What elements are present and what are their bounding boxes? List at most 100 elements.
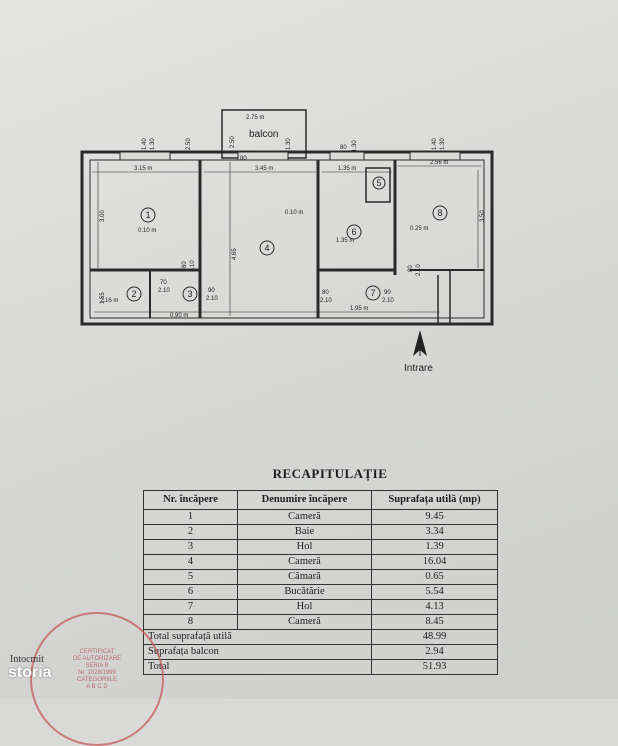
apartment-outer-wall (80, 150, 494, 326)
balcony-area-value: 2.94 (371, 644, 498, 660)
row-name: Bucătărie (237, 584, 372, 600)
grand-total-label: Total (143, 659, 372, 675)
dim-room4-width: 3.45 m (255, 166, 273, 172)
row-name: Cameră (237, 509, 372, 525)
dim-hall-gap: 0.90 m (170, 313, 188, 319)
seal-line-1: CERTIFICAT (79, 649, 115, 655)
row-area: 4.13 (371, 599, 498, 615)
pantry-outline (365, 167, 391, 203)
dim-door8-width: 80 (408, 265, 414, 272)
row-area: 1.39 (371, 539, 498, 555)
dim-window8-width: 1.40 (432, 138, 438, 150)
row-nr: 1 (143, 509, 238, 525)
dim-room2-height: 1.55 (100, 292, 106, 304)
seal-line-5: A B C D (86, 684, 108, 690)
dim-window4-height: 1.30 (286, 138, 292, 150)
row-name: Cămară (237, 569, 372, 585)
total-usable-label: Total suprafață utilă (143, 629, 372, 645)
dim-window1-width: 1.40 (142, 138, 148, 150)
dim-door2-width: 70 (160, 280, 167, 286)
storia-watermark: storia (8, 664, 52, 681)
balcony-label: balcon (249, 129, 278, 140)
row-area: 5.54 (371, 584, 498, 600)
row-nr: 8 (143, 614, 238, 630)
dim-door3-width: 90 (208, 288, 215, 294)
room-number-6: 6 (351, 227, 356, 237)
dim-window6-width: 80 (340, 145, 347, 151)
room-number-7: 7 (370, 288, 375, 298)
dim-door7-width: 90 (384, 290, 391, 296)
entrance-arrow-icon (413, 330, 427, 356)
grand-total-value: 51.93 (371, 659, 498, 675)
dim-balcony-width: 2.75 m (246, 115, 264, 121)
dim-door4-width: 80 (240, 156, 247, 162)
seal-line-2: DE AUTORIZARE SERIA B (72, 656, 122, 669)
dim-room1-width: 3.15 m (134, 166, 152, 172)
dim-window8-height: 1.30 (440, 138, 446, 150)
dim-door8-height: 2.10 (416, 264, 422, 276)
room-number-1: 1 (145, 210, 150, 220)
dim-door6-width: 80 (322, 290, 329, 296)
balcony-area-label: Suprafața balcon (143, 644, 372, 660)
dim-door6-height: 2.10 (320, 298, 332, 304)
floor-plan: 1 2 3 4 5 6 7 8 balcon 2.75 m 3.15 m 3.4… (80, 109, 494, 356)
dim-room8-offset: 0.25 m (410, 226, 428, 232)
dim-door7-height: 2.10 (382, 298, 394, 304)
row-nr: 6 (143, 584, 238, 600)
row-name: Baie (237, 524, 372, 540)
row-name: Hol (237, 539, 372, 555)
row-name: Hol (237, 599, 372, 615)
dim-room4-height: 4.65 (232, 248, 238, 260)
dim-room4-offset: 0.10 m (285, 210, 303, 216)
room-number-4: 4 (264, 243, 269, 253)
dim-door1-width: 80 (182, 261, 188, 268)
row-area: 8.45 (371, 614, 498, 630)
dim-room1-height: 3.00 (100, 210, 106, 222)
dim-room6-height: 1.35 m (336, 238, 354, 244)
row-area: 0.65 (371, 569, 498, 585)
row-nr: 2 (143, 524, 238, 540)
dim-window1-height: 1.30 (150, 138, 156, 150)
header-usable-area: Suprafața utilă (mp) (371, 490, 498, 510)
dim-door1-height: 2.10 (190, 260, 196, 272)
total-usable-value: 48.99 (371, 629, 498, 645)
row-nr: 3 (143, 539, 238, 555)
row-nr: 5 (143, 569, 238, 585)
dim-room8-width: 2.56 m (430, 160, 448, 166)
row-area: 9.45 (371, 509, 498, 525)
room-number-5: 5 (376, 178, 381, 188)
dim-room6-width: 1.35 m (338, 166, 356, 172)
signature-label: Intocmit (10, 654, 44, 665)
dim-door3-height: 2.10 (206, 296, 218, 302)
dim-room2-width: 2.16 m (100, 298, 118, 304)
dim-hall7-width: 1.95 m (350, 306, 368, 312)
dim-balcony-depth: 2.50 (230, 136, 236, 148)
dim-wall-250: 2.50 (186, 138, 192, 150)
row-area: 3.34 (371, 524, 498, 540)
dim-door2-height: 2.10 (158, 288, 170, 294)
recap-table: Nr. încăpere Denumire încăpere Suprafața… (143, 490, 498, 675)
dim-room8-height: 3.50 (480, 210, 486, 222)
row-name: Cameră (237, 554, 372, 570)
header-room-name: Denumire încăpere (237, 490, 372, 510)
entrance-label: Intrare (404, 363, 433, 374)
seal-line-3: Nr. 1028/1999 (78, 670, 116, 676)
room-number-8: 8 (437, 208, 442, 218)
row-nr: 4 (143, 554, 238, 570)
dim-room1-offset: 0.10 m (138, 228, 156, 234)
room-number-3: 3 (187, 289, 192, 299)
header-room-number: Nr. încăpere (143, 490, 238, 510)
seal-line-4: CATEGORIILE (77, 677, 117, 683)
row-name: Cameră (237, 614, 372, 630)
